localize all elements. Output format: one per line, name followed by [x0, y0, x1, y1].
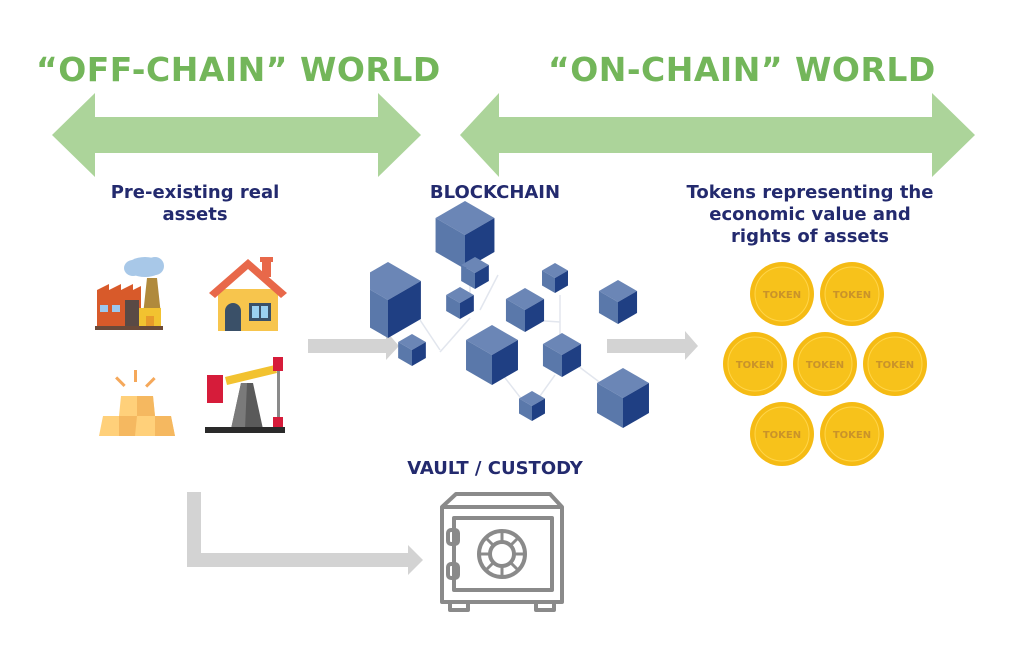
- token-coin: TOKEN: [793, 332, 857, 396]
- token-coin: TOKEN: [863, 332, 927, 396]
- tokens-cluster: TOKEN TOKEN TOKEN TOKEN TOKEN TOKEN TOKEN: [723, 262, 927, 466]
- tokens-label-line-1: Tokens representing the: [686, 182, 934, 203]
- on-chain-double-arrow: [460, 93, 975, 177]
- blockchain-to-tokens-arrow: [607, 331, 698, 360]
- token-coin: TOKEN: [750, 262, 814, 326]
- cube: [398, 334, 426, 366]
- assets-to-vault-arrow: [187, 492, 423, 575]
- cube: [598, 280, 638, 324]
- token-label: TOKEN: [876, 360, 914, 371]
- token-label: TOKEN: [763, 290, 801, 301]
- cube-connections: [419, 260, 611, 411]
- token-label: TOKEN: [736, 360, 774, 371]
- oil-pump-icon: [205, 357, 285, 433]
- blockchain-label: BLOCKCHAIN: [429, 182, 561, 203]
- token-coin: TOKEN: [750, 402, 814, 466]
- token-coin: TOKEN: [820, 262, 884, 326]
- gold-bars-icon: [99, 370, 175, 436]
- cube: [505, 288, 545, 332]
- real-assets-label-line-1: Pre-existing real: [110, 182, 280, 203]
- cube: [435, 201, 495, 269]
- token-label: TOKEN: [763, 430, 801, 441]
- real-assets-label: Pre-existing real assets: [80, 182, 310, 226]
- tokens-label-line-3: rights of assets: [731, 226, 889, 247]
- cube: [461, 257, 489, 289]
- cube: [597, 368, 649, 428]
- assets-to-blockchain-arrow: [308, 331, 399, 360]
- off-chain-double-arrow: [52, 93, 421, 177]
- cube: [542, 333, 582, 377]
- off-chain-title: “OFF-CHAIN” WORLD: [36, 50, 441, 89]
- cube: [542, 263, 568, 293]
- token-label: TOKEN: [833, 430, 871, 441]
- token-label: TOKEN: [806, 360, 844, 371]
- token-coin: TOKEN: [820, 402, 884, 466]
- vault-body: [440, 492, 564, 604]
- tokens-label-line-2: economic value and: [709, 204, 911, 225]
- house-icon: [209, 257, 287, 331]
- cube: [519, 391, 545, 421]
- real-assets-label-line-2: assets: [162, 204, 228, 225]
- blockchain-cubes: [370, 201, 649, 428]
- vault-icon: [440, 492, 564, 612]
- cube: [466, 325, 518, 385]
- token-coin: TOKEN: [723, 332, 787, 396]
- on-chain-title: “ON-CHAIN” WORLD: [548, 50, 936, 89]
- token-label: TOKEN: [833, 290, 871, 301]
- cube: [370, 262, 421, 338]
- tokens-label: Tokens representing the economic value a…: [660, 182, 960, 248]
- vault-door: [452, 516, 554, 592]
- vault-label: VAULT / CUSTODY: [407, 458, 583, 479]
- factory-icon: [95, 257, 164, 330]
- cube: [446, 287, 474, 319]
